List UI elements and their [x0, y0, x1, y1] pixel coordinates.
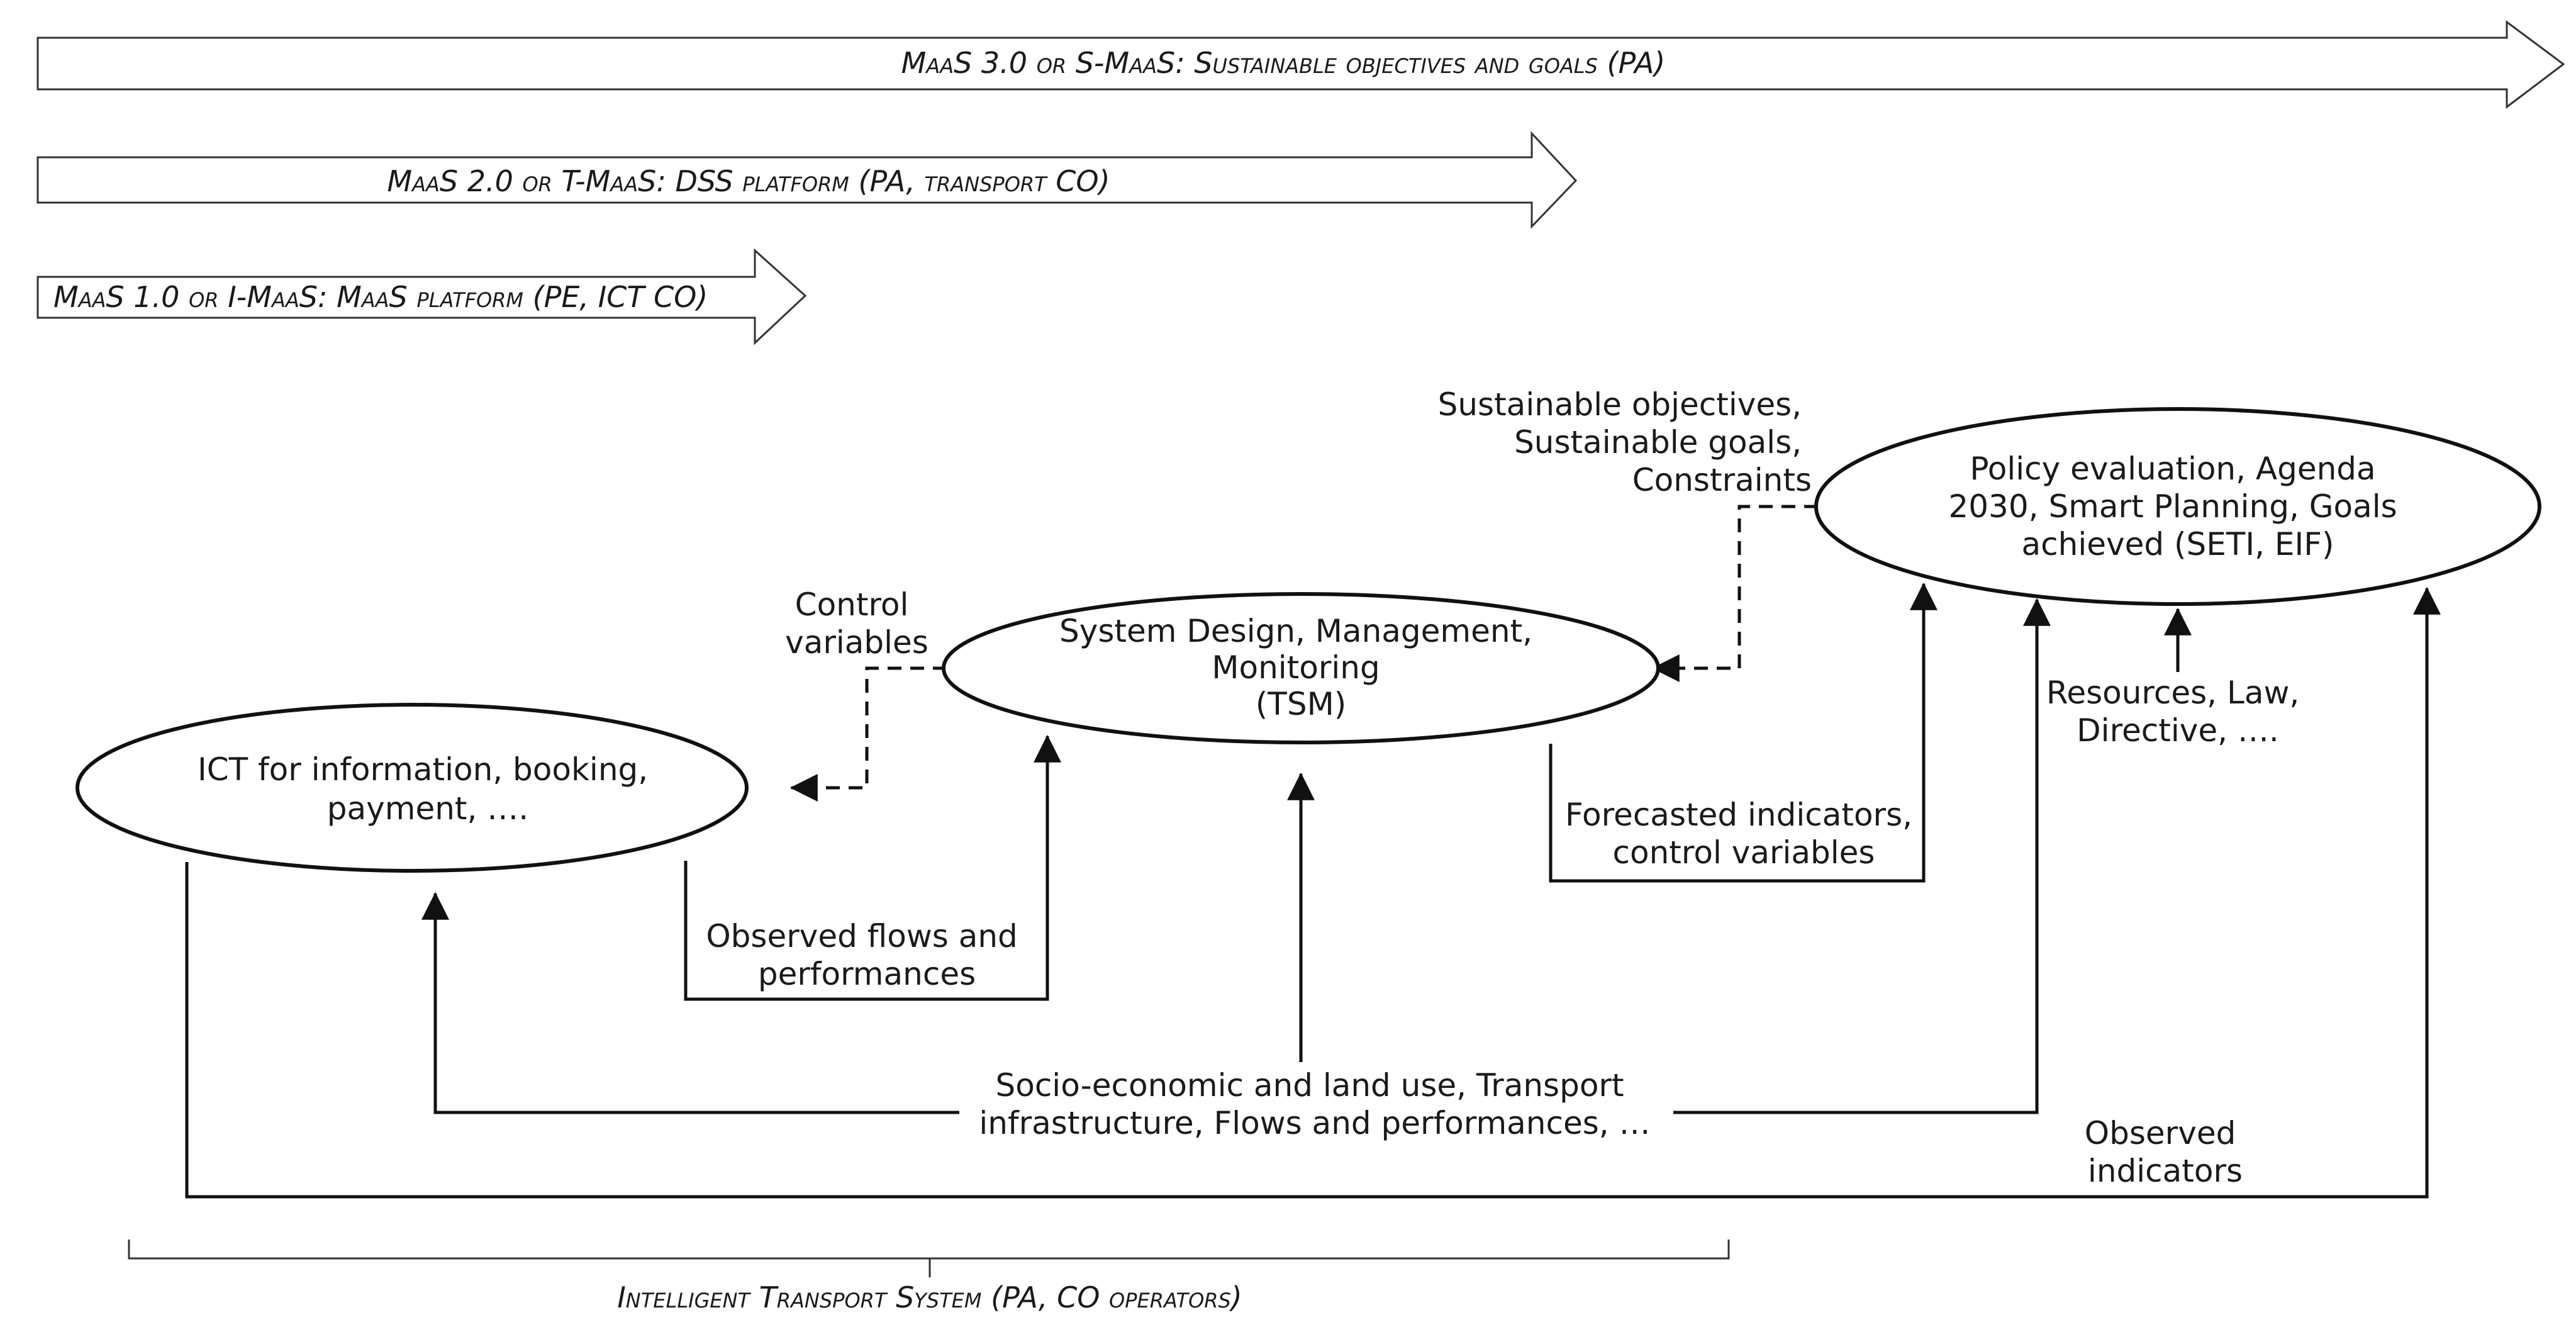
maas3-banner-label: MaaS 3.0 or S-MaaS: Sustainable objectiv…	[901, 46, 1666, 80]
forecasted-connector	[1549, 582, 1938, 883]
observed-indicators-line-2: indicators	[2088, 1153, 2243, 1189]
observed-flows-connector	[684, 734, 1061, 1001]
tsm-label-line-2: Monitoring	[1212, 649, 1380, 686]
observed-indicators-line-1: Observed	[2085, 1115, 2236, 1151]
socio-to-policy-connector	[1673, 598, 2051, 1114]
policy-label-line-2: 2030, Smart Planning, Goals	[1948, 488, 2397, 525]
sustainable-objectives-label: Sustainable objectives, Sustainable goal…	[1438, 386, 1812, 498]
observed-flows-line-2: performances	[758, 956, 976, 992]
policy-ellipse	[1814, 407, 2541, 606]
control-variables-line-2: variables	[785, 624, 928, 661]
maas2-banner: MaaS 2.0 or T-MaaS: DSS platform (PA, tr…	[36, 131, 1578, 229]
observed-indicators-label: Observed indicators	[2085, 1115, 2246, 1189]
sustainable-line-3: Constraints	[1632, 462, 1812, 498]
forecasted-indicators-label: Forecasted indicators, control variables	[1565, 797, 1922, 871]
its-label: Intelligent Transport System (PA, CO ope…	[617, 1280, 1242, 1314]
socio-to-ict-connector	[421, 892, 959, 1114]
socio-line-2: infrastructure, Flows and performances, …	[979, 1105, 1650, 1141]
policy-label: Policy evaluation, Agenda 2030, Smart Pl…	[1948, 451, 2407, 563]
tsm-label-line-3: (TSM)	[1256, 686, 1346, 722]
maas2-arrow-shape	[36, 131, 1578, 229]
control-variables-dashed-connector	[789, 666, 947, 802]
maas1-arrow-shape	[36, 248, 807, 345]
policy-label-line-1: Policy evaluation, Agenda	[1970, 451, 2375, 487]
policy-node: Policy evaluation, Agenda 2030, Smart Pl…	[1814, 407, 2541, 606]
control-variables-line-1: Control	[795, 586, 909, 623]
observed-flows-line-1: Observed flows and	[706, 918, 1017, 955]
sustainable-line-1: Sustainable objectives,	[1438, 386, 1802, 423]
tsm-node: System Design, Management, Monitoring (T…	[942, 592, 1660, 744]
socio-economic-label: Socio-economic and land use, Transport i…	[979, 1067, 1650, 1141]
maas1-banner: MaaS 1.0 or I-MaaS: MaaS platform (PE, I…	[36, 248, 807, 345]
socio-line-1: Socio-economic and land use, Transport	[995, 1067, 1624, 1104]
sustainable-line-2: Sustainable goals,	[1514, 424, 1802, 461]
control-variables-label: Control variables	[785, 586, 928, 661]
its-brace	[128, 1240, 1730, 1277]
resources-line-1: Resources, Law,	[2046, 675, 2299, 711]
tsm-label: System Design, Management, Monitoring (T…	[1059, 613, 1542, 722]
policy-label-line-3: achieved (SETI, EIF)	[2022, 526, 2334, 563]
maas3-banner: MaaS 3.0 or S-MaaS: Sustainable objectiv…	[36, 20, 2565, 109]
observed-flows-label: Observed flows and performances	[706, 918, 1027, 992]
tsm-ellipse	[942, 592, 1660, 744]
maas1-banner-label: MaaS 1.0 or I-MaaS: MaaS platform (PE, I…	[53, 280, 708, 314]
forecasted-line-1: Forecasted indicators,	[1565, 797, 1912, 833]
resources-label: Resources, Law, Directive, ….	[2046, 675, 2309, 749]
maas2-banner-label: MaaS 2.0 or T-MaaS: DSS platform (PA, tr…	[387, 164, 1110, 198]
ict-ellipse	[75, 703, 749, 873]
forecasted-line-2: control variables	[1613, 834, 1875, 871]
maas3-arrow-shape	[36, 20, 2565, 109]
observed-indicators-connector	[185, 586, 2441, 1199]
ict-node: ICT for information, booking, payment, ……	[75, 703, 749, 873]
sustainable-dashed-connector	[1651, 505, 1818, 682]
ict-label-line-1: ICT for information, booking,	[198, 751, 648, 788]
resources-line-2: Directive, ….	[2077, 712, 2279, 749]
ict-label: ICT for information, booking, payment, ……	[198, 751, 658, 827]
ict-label-line-2: payment, ….	[327, 790, 528, 827]
tsm-label-line-1: System Design, Management,	[1059, 613, 1532, 649]
